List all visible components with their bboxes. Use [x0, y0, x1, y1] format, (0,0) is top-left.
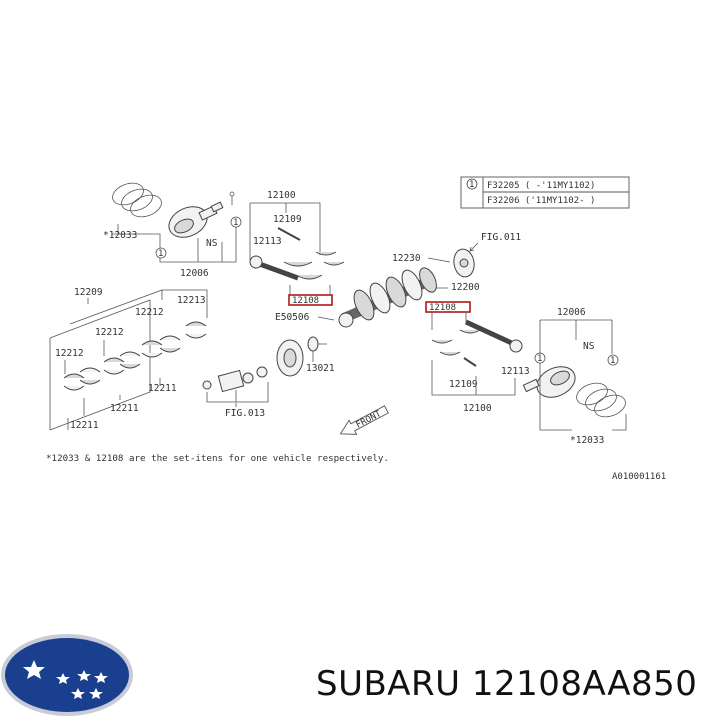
- piston-left-group: 1 1 *12033 NS 12006: [103, 182, 242, 279]
- circle-marker-right-2: 1: [610, 356, 615, 366]
- rod-left-nut-label: 12113: [253, 236, 282, 247]
- front-label: FRONT: [354, 409, 383, 431]
- crank-sensor: [202, 366, 268, 393]
- footnote: *12033 & 12108 are the set-itens for one…: [46, 453, 389, 464]
- diagram-code: A010001161: [612, 472, 666, 482]
- piston-left-rings-label: *12033: [103, 230, 137, 241]
- rod-left-bolt-label: 12109: [273, 214, 302, 225]
- crankshaft-group: 12230 FIG.011 12200 12108 E50506: [275, 232, 521, 328]
- bearing-f-label: 12211: [110, 403, 139, 414]
- flywheel-ref-label: FIG.011: [481, 232, 521, 243]
- bearing-right-highlight-label: 12108: [429, 303, 456, 313]
- conrod-right-group: 12109 12113 12100: [431, 312, 530, 414]
- legend-row-1: F32205 ( -'11MY1102): [487, 181, 595, 191]
- piston-left-label: 12006: [180, 268, 209, 279]
- rod-right-bolt-label: 12109: [449, 379, 478, 390]
- bearing-a-label: 12213: [177, 295, 206, 306]
- legend-row-2: F32206 ('11MY1102- ): [487, 196, 595, 206]
- bearing-shells: [63, 321, 207, 391]
- main-bearing-set-label: 12209: [74, 287, 103, 298]
- rod-left-top-label: 12100: [267, 190, 296, 201]
- circle-marker-left: 1: [233, 218, 238, 228]
- sensor-ref-label: FIG.013: [225, 408, 265, 419]
- main-bearings-group: 12209 12213 12212 12212 12212 12211 1221…: [49, 287, 208, 431]
- pulley-label: 13021: [306, 363, 335, 374]
- bearing-e-label: 12211: [148, 383, 177, 394]
- bearing-g-label: 12211: [70, 420, 99, 431]
- logo-stars: [23, 660, 108, 699]
- bearing-c-label: 12212: [135, 307, 164, 318]
- conrod-left-group: 12100 12109 12113 12108: [249, 190, 345, 306]
- circle-marker-left-2: 1: [158, 249, 163, 259]
- bearing-b-label: 12212: [95, 327, 124, 338]
- piston-rings-left: [112, 182, 162, 218]
- highlight-box-right: [425, 301, 471, 313]
- bearing-left-highlight-label: 12108: [292, 296, 319, 306]
- piston-right-group: 12006 NS 1 1 *12033: [522, 307, 627, 446]
- front-arrow: FRONT: [339, 405, 389, 435]
- piston-left: [168, 201, 224, 238]
- highlight-box-left: [288, 294, 333, 306]
- subaru-logo: [1, 634, 133, 716]
- crank-bolt-label: E50506: [275, 312, 310, 323]
- legend-marker: 1: [469, 180, 474, 190]
- rod-right-nut-label: 12113: [501, 366, 530, 377]
- crankshaft-label: 12200: [451, 282, 480, 293]
- piston-right-ns-label: NS: [583, 341, 595, 352]
- piston-right: [522, 366, 576, 398]
- rod-right-bottom-label: 12100: [463, 403, 492, 414]
- pulley-group: 13021 FIG.013: [202, 336, 335, 419]
- piston-right-label: 12006: [557, 307, 586, 318]
- legend-box: 1 F32205 ( -'11MY1102) F32206 ('11MY1102…: [460, 176, 630, 209]
- bearing-d-label: 12212: [55, 348, 84, 359]
- brand-caption: SUBARU 12108AA850: [316, 664, 698, 704]
- piston-left-ns-label: NS: [206, 238, 218, 249]
- piston-rings-right: [576, 382, 626, 418]
- crankshaft: [338, 267, 437, 328]
- circle-marker-right: 1: [537, 354, 542, 364]
- sprocket-label: 12230: [392, 253, 421, 264]
- piston-right-rings-label: *12033: [570, 435, 604, 446]
